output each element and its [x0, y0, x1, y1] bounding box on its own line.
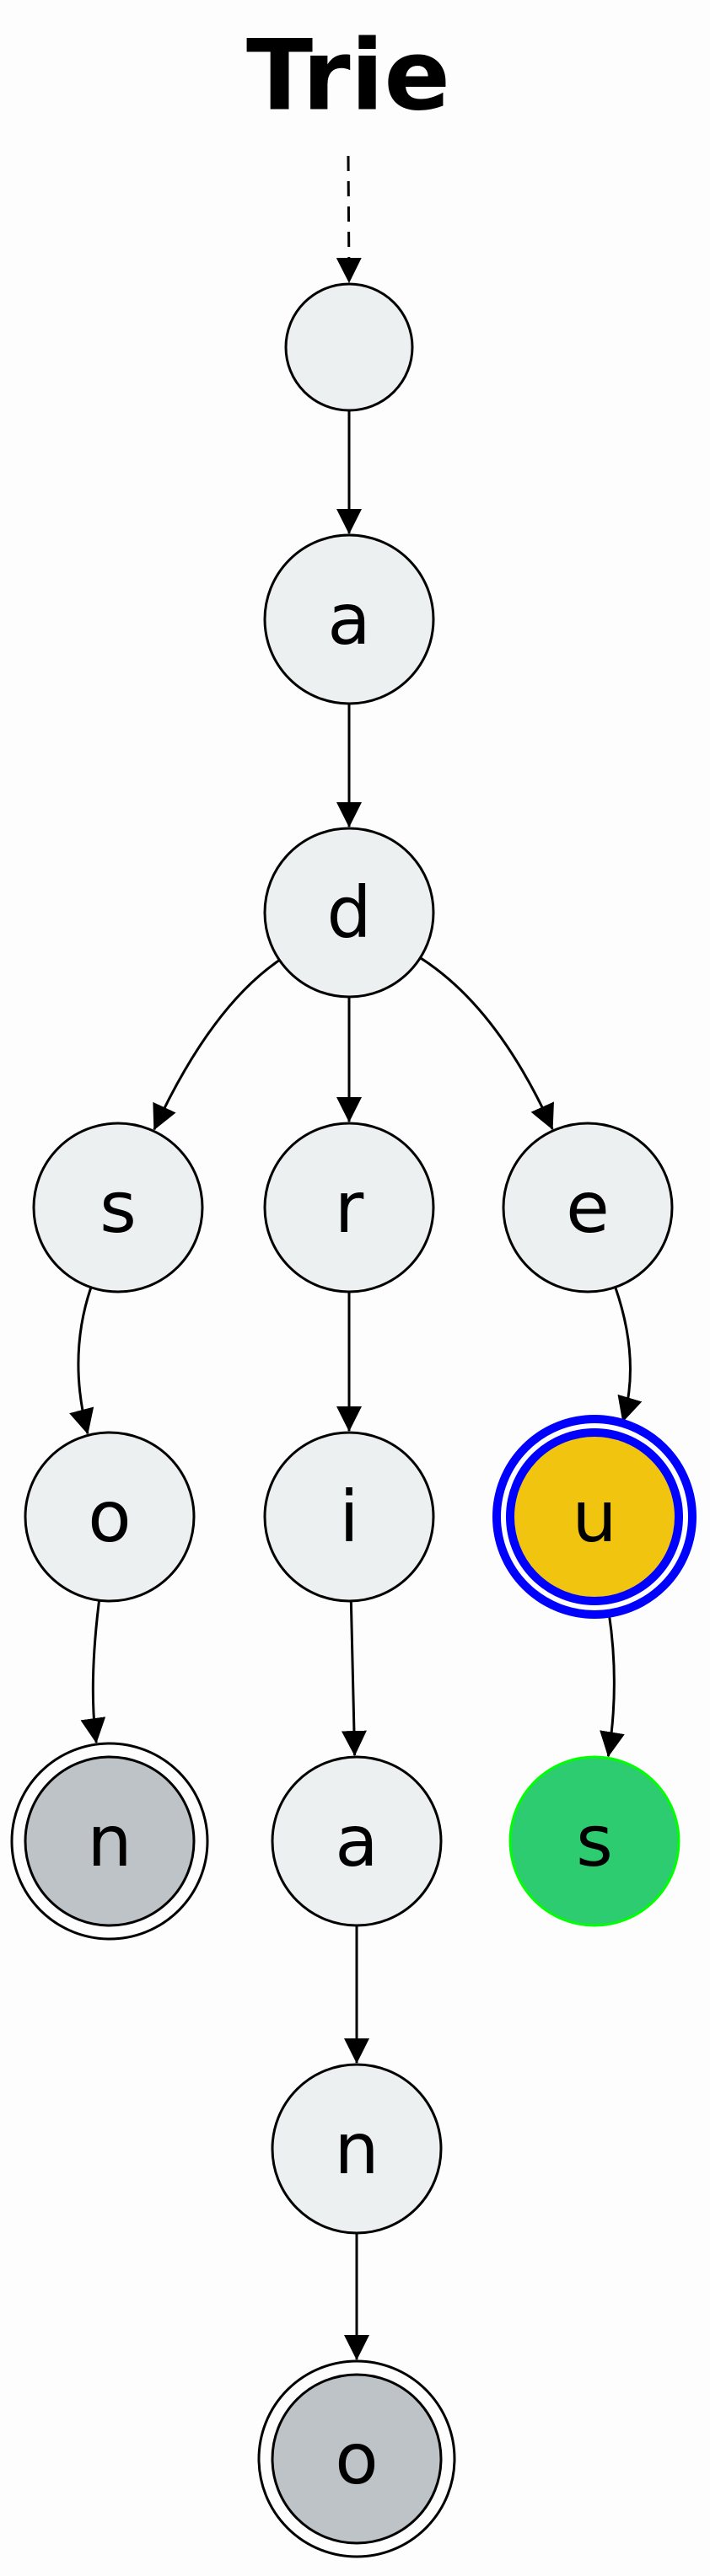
trie-node-u: u [492, 1415, 697, 1619]
node-label: u [572, 1475, 616, 1558]
trie-node-o1: o [24, 1431, 196, 1603]
node-circle [284, 282, 414, 412]
node-circle [263, 1122, 435, 1293]
trie-node-n2: n [271, 2063, 443, 2235]
nodes: a d s r e o i u n a s n o [10, 282, 697, 2558]
node-label: o [88, 1475, 131, 1558]
node-circle [271, 2373, 443, 2545]
edge-e-u [614, 1287, 643, 1422]
edge-s1-o1 [69, 1287, 94, 1435]
node-label: n [334, 2107, 379, 2190]
node-label: r [335, 1166, 364, 1249]
node-circle [32, 1122, 204, 1293]
node-label: n [87, 1800, 132, 1882]
trie-node-d: d [263, 827, 435, 999]
node-label: s [100, 1166, 137, 1249]
edge-u-s2 [600, 1613, 625, 1758]
trie-node-o2: o [257, 2359, 456, 2558]
node-label: s [576, 1800, 613, 1882]
node-label: o [335, 2418, 378, 2500]
edge-d-e [419, 956, 554, 1130]
trie-node-r: r [263, 1122, 435, 1293]
diagram-title: Trie [246, 19, 450, 133]
node-label: a [327, 578, 370, 661]
node-circle [24, 1431, 196, 1603]
node-circle [271, 2063, 443, 2235]
trie-node-a1: a [263, 533, 435, 705]
trie-node-root [284, 282, 414, 412]
node-circle [263, 533, 435, 705]
node-outer-ring [257, 2359, 456, 2558]
node-circle [506, 1428, 683, 1605]
node-outer-ring [492, 1415, 697, 1619]
trie-node-s1: s [32, 1122, 204, 1293]
trie-node-a2: a [271, 1755, 443, 1927]
node-circle [271, 1755, 443, 1927]
edge-o1-n1 [80, 1600, 106, 1744]
node-circle [263, 1431, 435, 1603]
node-outer-ring [10, 1742, 209, 1941]
trie-node-i: i [263, 1431, 435, 1603]
node-label: a [335, 1800, 378, 1882]
node-label: d [326, 871, 371, 954]
edge-d-s1 [153, 959, 281, 1131]
node-circle [502, 1122, 674, 1293]
node-circle [508, 1755, 680, 1927]
node-label: i [339, 1475, 358, 1558]
edge-i-a2 [341, 1600, 367, 1757]
trie-node-e: e [502, 1122, 674, 1293]
trie-node-s2: s [508, 1755, 680, 1927]
node-circle [263, 827, 435, 999]
node-circle [24, 1755, 196, 1927]
trie-node-n1: n [10, 1742, 209, 1941]
edges [69, 155, 643, 2360]
node-label: e [566, 1166, 610, 1249]
edge-title-root [336, 155, 362, 283]
